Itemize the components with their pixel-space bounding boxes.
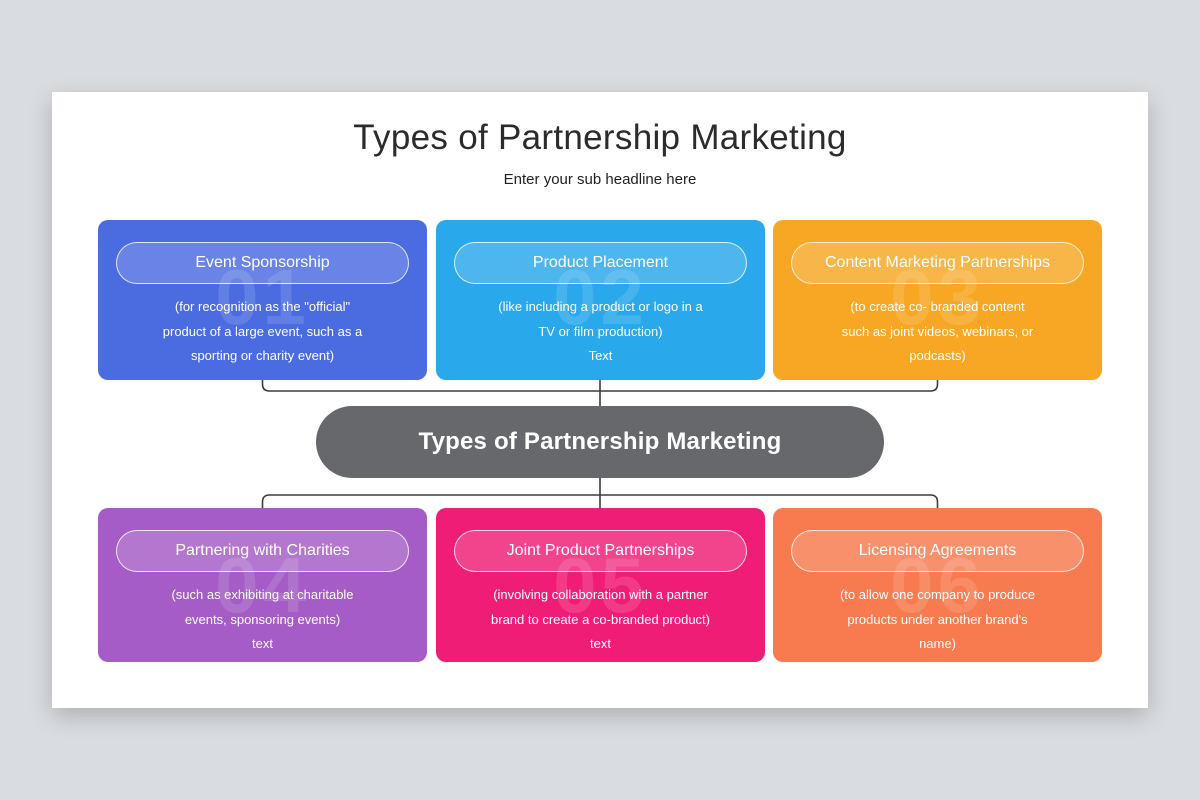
card-event-sponsorship: 01 Event Sponsorship (for recognition as…: [98, 220, 427, 380]
card-description: (such as exhibiting at charitable events…: [171, 587, 354, 652]
card-description: (to create co- branded content such as j…: [841, 299, 1034, 364]
card-title-pill: Content Marketing Partnerships: [791, 242, 1084, 284]
card-joint-product-partnerships: 05 Joint Product Partnerships (involving…: [436, 508, 765, 662]
card-title-pill: Joint Product Partnerships: [454, 530, 747, 572]
card-title: Content Marketing Partnerships: [825, 254, 1050, 271]
card-title-pill: Product Placement: [454, 242, 747, 284]
page-title: Types of Partnership Marketing: [353, 118, 847, 157]
card-title: Event Sponsorship: [195, 254, 330, 271]
card-title: Joint Product Partnerships: [506, 542, 695, 559]
card-product-placement: 02 Product Placement (like including a p…: [436, 220, 765, 380]
center-node-label: Types of Partnership Marketing: [418, 428, 782, 455]
slide: Types of Partnership Marketing Enter you…: [52, 92, 1148, 708]
card-licensing-agreements: 06 Licensing Agreements (to allow one co…: [773, 508, 1102, 662]
card-description: (like including a product or logo in a T…: [498, 299, 703, 364]
card-title-pill: Partnering with Charities: [116, 530, 409, 572]
connector-top-rail: [261, 380, 939, 392]
card-title: Product Placement: [532, 254, 669, 271]
card-title-pill: Event Sponsorship: [116, 242, 409, 284]
card-description: (involving collaboration with a partner …: [491, 587, 710, 652]
card-title: Licensing Agreements: [858, 542, 1017, 559]
connector-bottom-rail: [261, 494, 939, 508]
card-partnering-with-charities: 04 Partnering with Charities (such as ex…: [98, 508, 427, 662]
card-title: Partnering with Charities: [175, 542, 350, 559]
card-content-marketing-partnerships: 03 Content Marketing Partnerships (to cr…: [773, 220, 1102, 380]
card-title-pill: Licensing Agreements: [791, 530, 1084, 572]
card-description: (for recognition as the "official" produ…: [162, 299, 363, 364]
page-subtitle: Enter your sub headline here: [503, 171, 697, 188]
card-description: (to allow one company to produce product…: [839, 587, 1036, 652]
center-node: Types of Partnership Marketing: [316, 406, 884, 478]
